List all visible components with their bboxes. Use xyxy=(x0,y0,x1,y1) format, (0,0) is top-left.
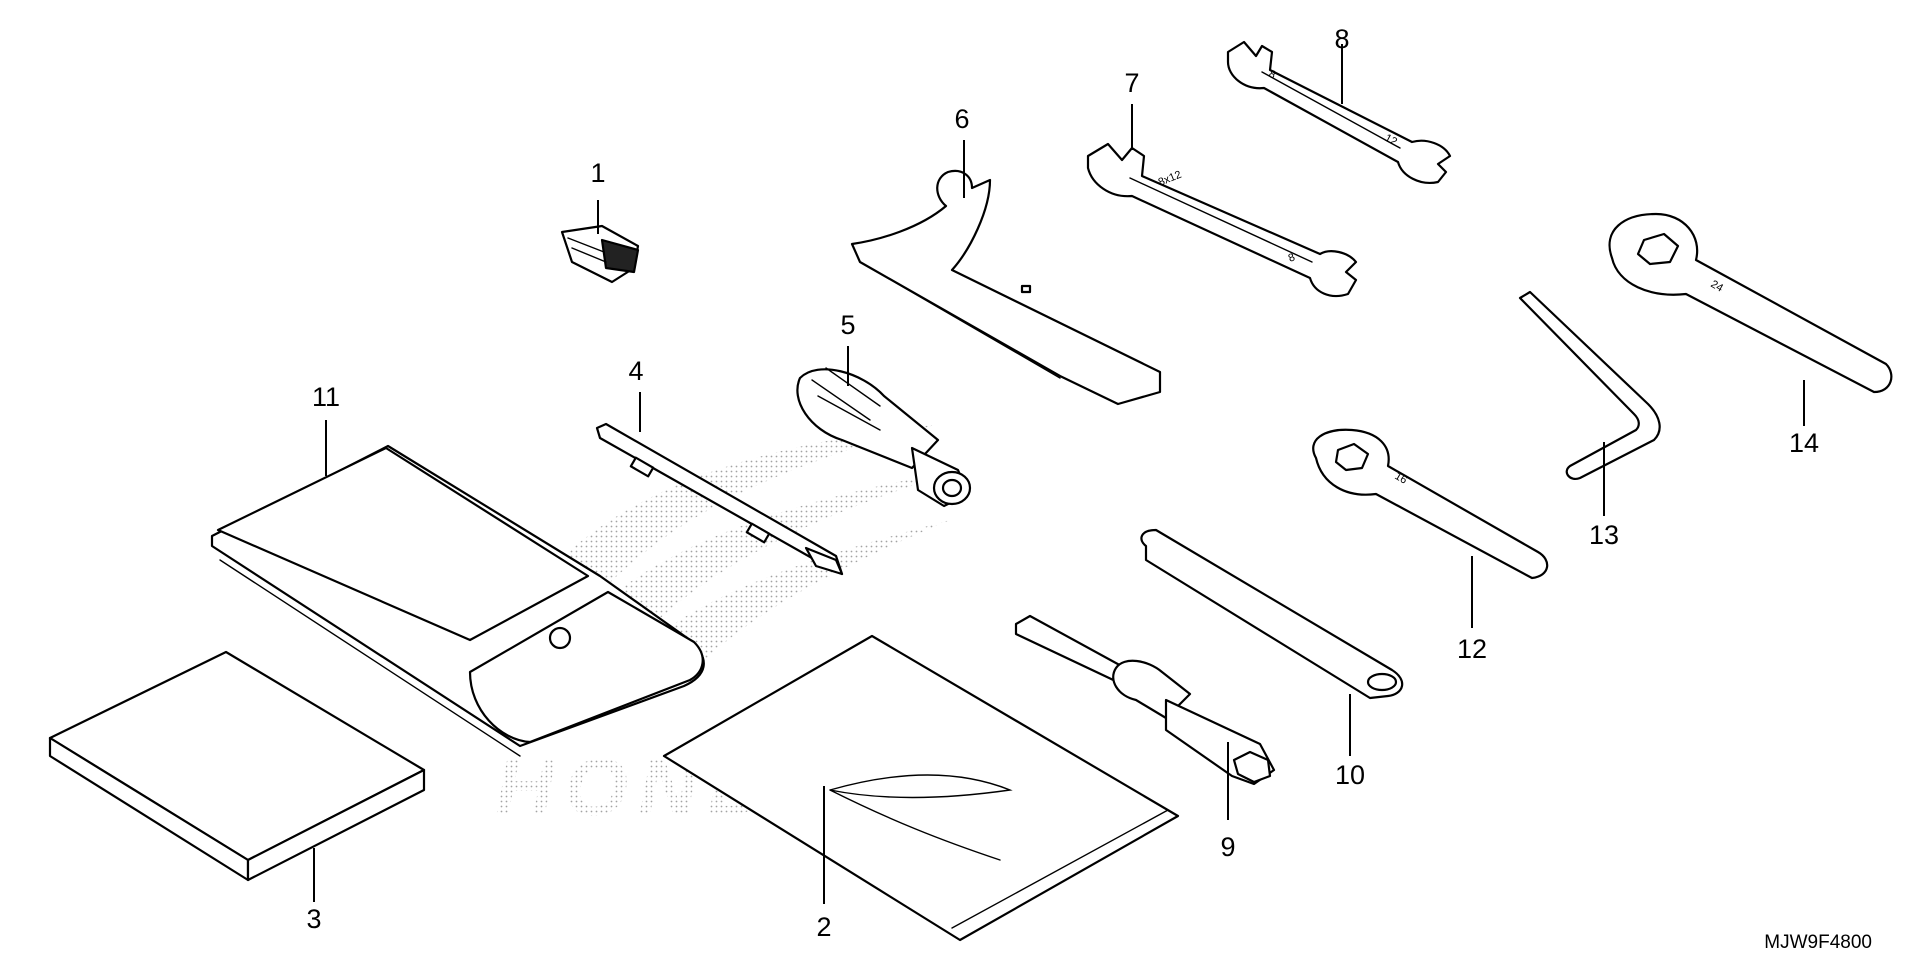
part-4-screwdriver-bit xyxy=(595,422,844,576)
engraving-8b: 12 xyxy=(1383,132,1399,148)
engraving-7a: 8x12 xyxy=(1157,169,1184,189)
engraving-12: 16 xyxy=(1393,470,1410,487)
engraving-14: 24 xyxy=(1709,278,1726,295)
drawing-code: MJW9F4800 xyxy=(1764,932,1872,953)
part-10-extension-bar xyxy=(1140,528,1404,700)
callout-5: 5 xyxy=(840,310,855,340)
callout-8: 8 xyxy=(1334,24,1349,54)
part-7-open-end-wrench: 8x12 8 xyxy=(1086,142,1358,298)
callout-labels: 1 2 3 4 5 6 7 8 9 10 11 12 13 14 xyxy=(306,24,1819,942)
callout-12: 12 xyxy=(1457,634,1487,664)
callout-6: 6 xyxy=(954,104,969,134)
callout-7: 7 xyxy=(1124,68,1139,98)
part-3-owners-manual xyxy=(48,650,426,882)
callout-9: 9 xyxy=(1220,832,1235,862)
part-14-ring-wrench: 24 xyxy=(1608,212,1893,394)
callout-3: 3 xyxy=(306,904,321,934)
part-8-small-wrench: 8 12 xyxy=(1226,40,1452,184)
callout-13: 13 xyxy=(1589,520,1619,550)
part-11-tool-bag xyxy=(210,444,705,757)
part-5-screwdriver-handle xyxy=(796,367,972,508)
engraving-8a: 8 xyxy=(1267,68,1278,81)
part-1-clip xyxy=(560,224,640,284)
part-13-hex-key xyxy=(1518,290,1661,480)
part-9-spark-plug-wrench xyxy=(1014,614,1276,786)
engraving-7b: 8 xyxy=(1287,251,1297,264)
leader-lines xyxy=(313,44,1805,904)
part-6-pin-spanner xyxy=(850,169,1162,406)
part-2-sheet xyxy=(662,634,1180,942)
callout-14: 14 xyxy=(1789,428,1819,458)
callout-11: 11 xyxy=(312,382,340,412)
part-12-ring-wrench: 16 xyxy=(1312,428,1549,580)
callout-4: 4 xyxy=(628,356,643,386)
callout-1: 1 xyxy=(590,158,605,188)
callout-2: 2 xyxy=(816,912,831,942)
callout-10: 10 xyxy=(1335,760,1365,790)
